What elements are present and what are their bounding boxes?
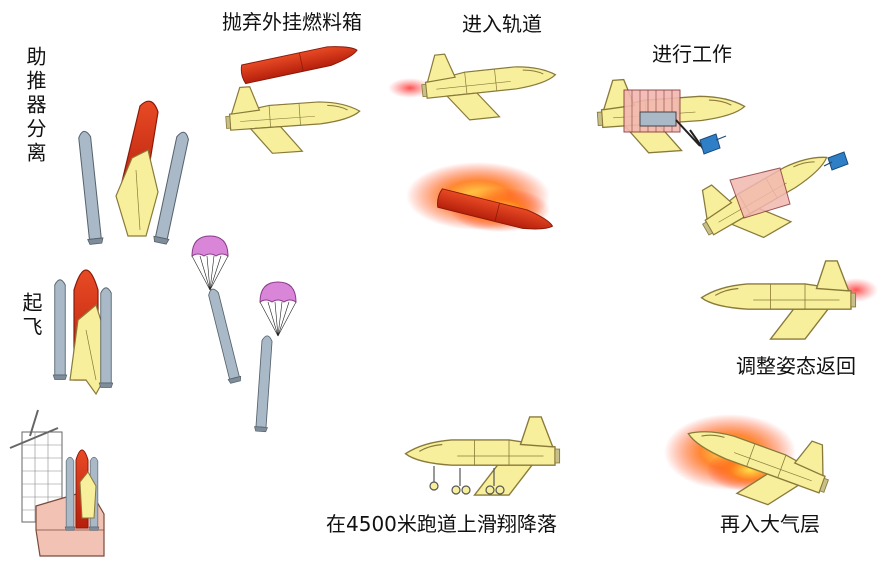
jettisoned-tank xyxy=(240,41,359,84)
orbiter-reentry xyxy=(664,401,839,522)
label-adjust-attitude: 调整姿态返回 xyxy=(736,356,856,376)
orbiter-enter-orbit xyxy=(419,43,559,125)
satellite-icon xyxy=(824,152,848,170)
label-landing: 在4500米跑道上滑翔降落 xyxy=(326,514,557,534)
orbiter-return xyxy=(702,261,856,339)
liftoff-stack xyxy=(53,270,113,394)
orbiter-working xyxy=(595,71,747,156)
burning-tank xyxy=(406,162,555,235)
orbiter-after-jettison xyxy=(224,79,362,156)
stack-on-pad xyxy=(65,450,99,530)
label-jettison-tank: 抛弃外挂燃料箱 xyxy=(222,12,362,32)
parachute-booster-2 xyxy=(254,282,296,432)
satellite-icon xyxy=(700,134,726,154)
parachute-booster-1 xyxy=(192,236,242,384)
label-perform-work: 进行工作 xyxy=(652,44,732,64)
booster-separation-stack xyxy=(76,101,191,244)
orbiter-landing xyxy=(406,417,560,495)
label-booster-separation: 助推器分离 xyxy=(28,46,50,166)
label-liftoff: 起飞 xyxy=(24,292,46,340)
label-reenter: 再入大气层 xyxy=(720,514,820,534)
label-enter-orbit: 进入轨道 xyxy=(462,14,542,34)
